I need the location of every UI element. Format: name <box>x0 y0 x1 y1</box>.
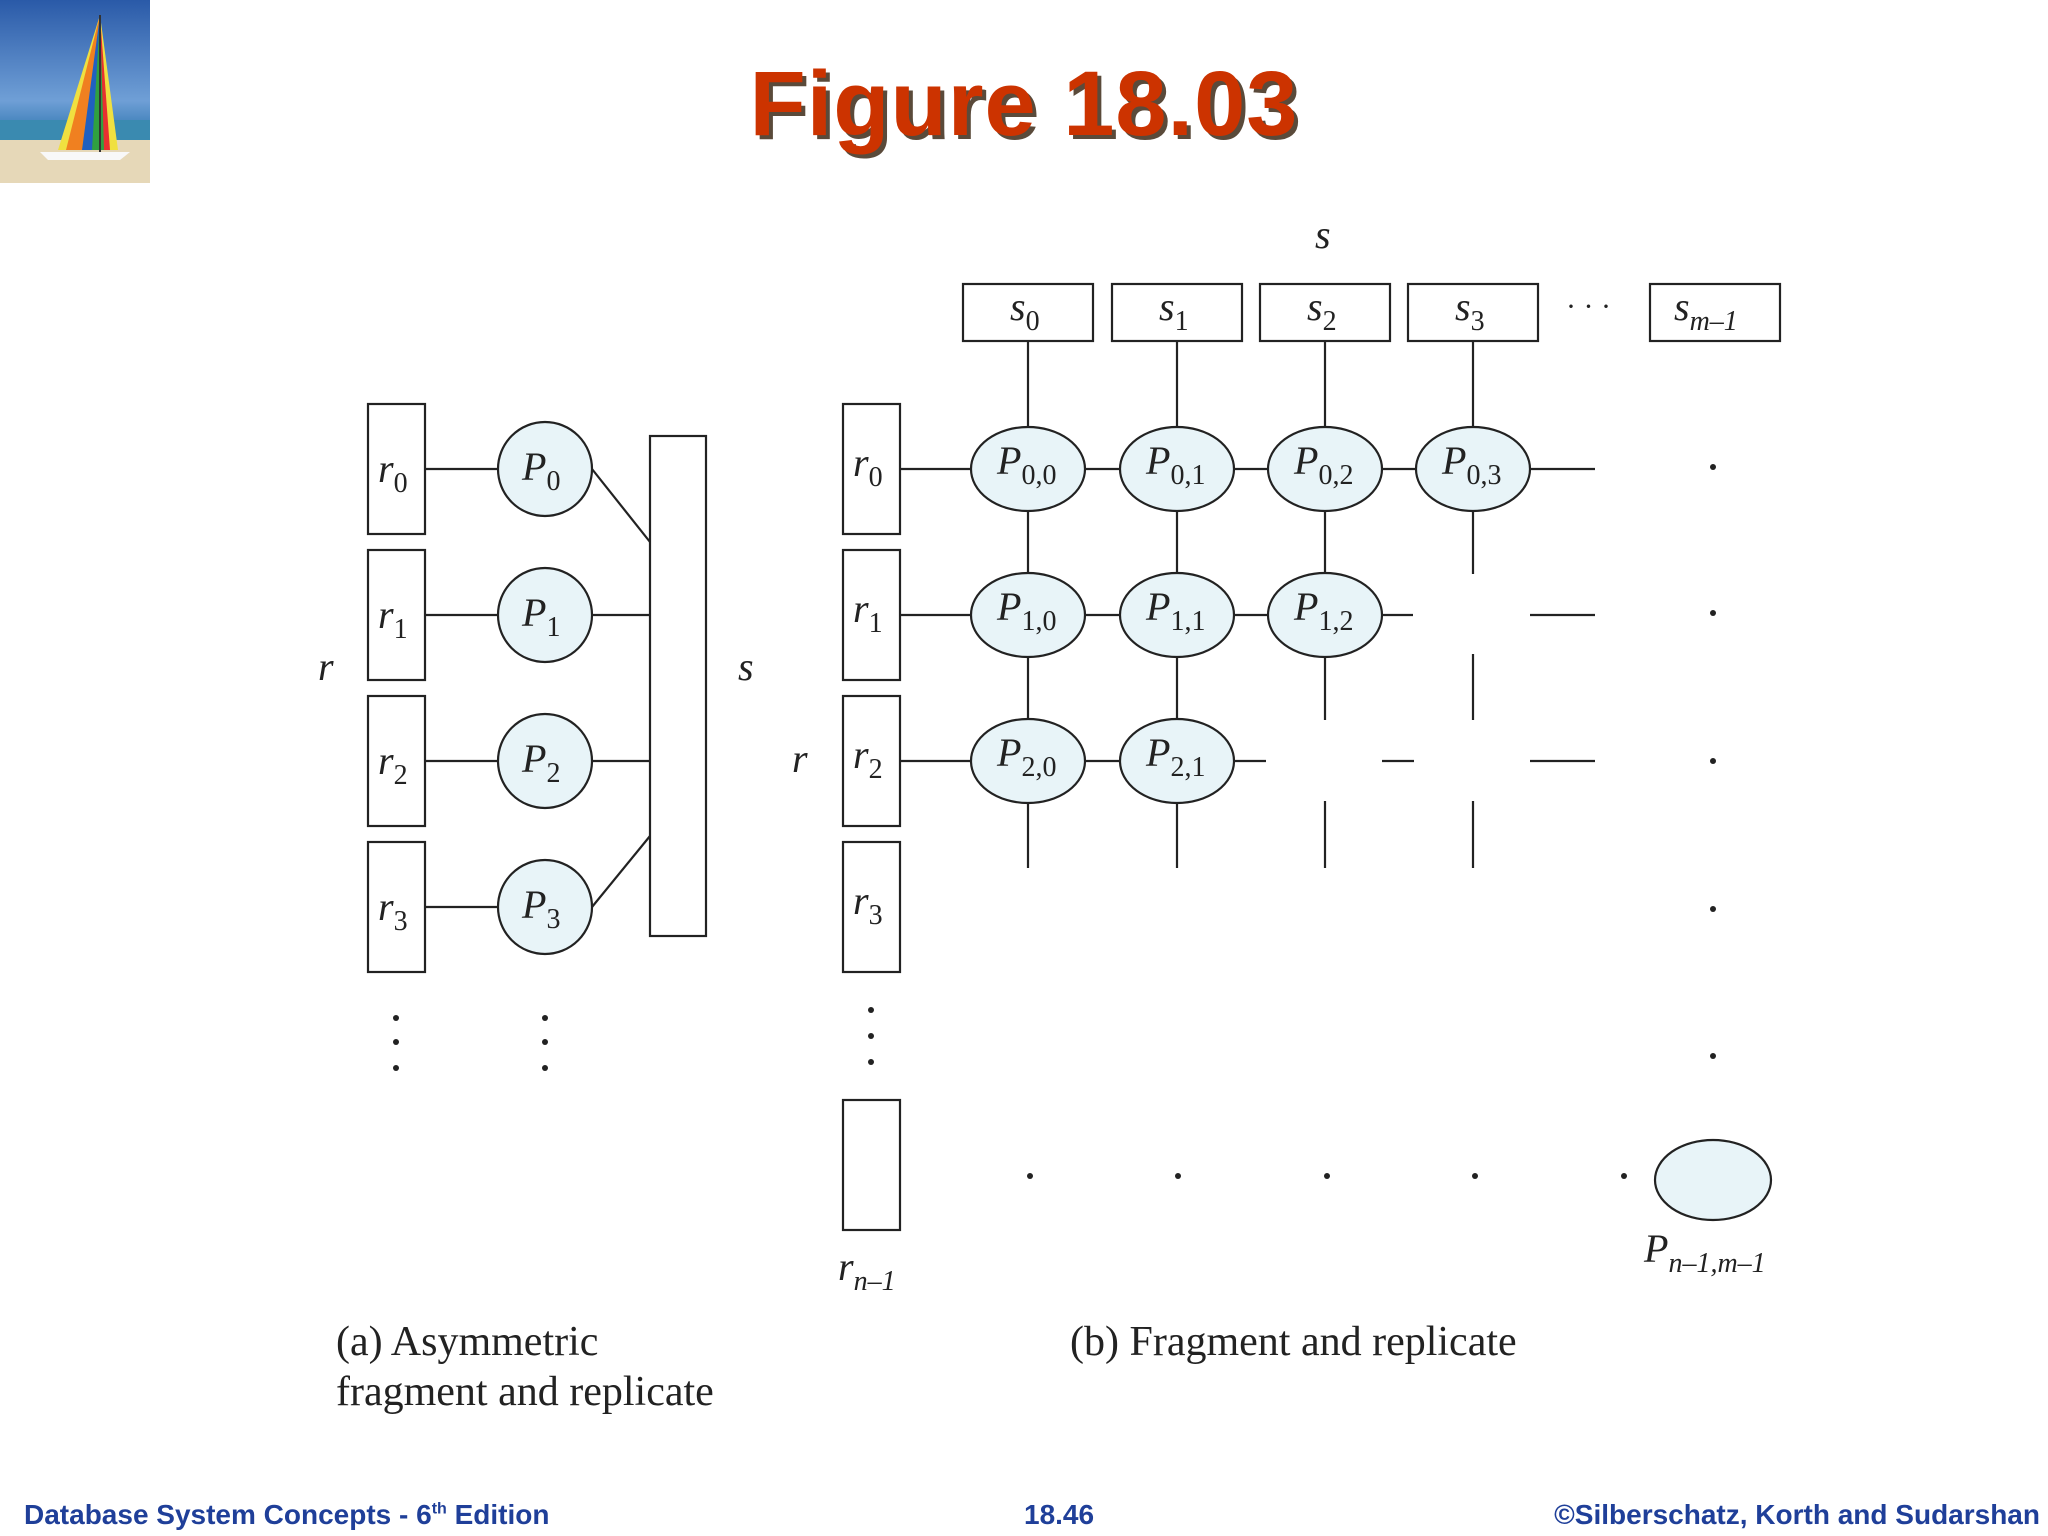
b-p-label-2-0: P2,0 <box>996 730 1056 783</box>
a-processor-2 <box>496 712 594 810</box>
footer-copyright: ©Silberschatz, Korth and Sudarshan <box>1554 1499 2040 1530</box>
ellipsis-dots <box>393 464 1716 1179</box>
a-processor-3 <box>496 858 594 956</box>
b-s-ellipsis: · · · <box>1566 290 1611 323</box>
b-r-frag-3: r3 <box>853 878 883 931</box>
b-processor-2-1 <box>1118 717 1236 805</box>
b-processor-1-2 <box>1266 571 1384 659</box>
sailboat-logo <box>0 0 150 183</box>
a-s-label: s <box>738 644 754 689</box>
b-p-label-0-0: P0,0 <box>996 438 1056 491</box>
b-processor-0-1 <box>1118 425 1236 513</box>
b-p-label-1-2: P1,2 <box>1293 584 1353 637</box>
b-processor-2-0 <box>969 717 1087 805</box>
b-p-label-2-1: P2,1 <box>1145 730 1205 783</box>
b-s-frag-0: s0 <box>1010 284 1040 337</box>
b-s-frag-2: s2 <box>1307 284 1337 337</box>
b-p-label-0-3: P0,3 <box>1441 438 1501 491</box>
b-r-box-n-1 <box>841 1098 902 1232</box>
b-r-label: r <box>792 736 808 781</box>
b-processor-last <box>1653 1138 1773 1222</box>
b-p-label-0-1: P0,1 <box>1145 438 1205 491</box>
b-p-label-last: Pn–1,m–1 <box>1643 1226 1766 1279</box>
footer-book-title: Database System Concepts - 6th Edition <box>24 1499 550 1530</box>
b-s-label: s <box>1315 212 1331 257</box>
a-r-frag-1: r1 <box>378 592 408 645</box>
b-r-frag-1: r1 <box>853 586 883 639</box>
b-processor-0-3 <box>1414 425 1532 513</box>
b-processor-0-0 <box>969 425 1087 513</box>
a-r-frag-3: r3 <box>378 884 408 937</box>
b-caption: (b) Fragment and replicate <box>1070 1319 1517 1365</box>
a-s-box <box>648 434 708 938</box>
b-s-frag-3: s3 <box>1455 284 1485 337</box>
a-p-label-0: P0 <box>521 444 560 497</box>
b-p-label-1-0: P1,0 <box>996 584 1056 637</box>
b-p-label-1-1: P1,1 <box>1145 584 1205 637</box>
a-processor-0 <box>496 420 594 518</box>
a-r-frag-2: r2 <box>378 738 408 791</box>
b-s-frag-m-1: sm–1 <box>1674 284 1738 337</box>
a-caption-line1: (a) Asymmetric <box>336 1319 598 1365</box>
b-r-frag-2: r2 <box>853 732 883 785</box>
b-s-box-m-1 <box>1648 282 1782 343</box>
b-r-frag-0: r0 <box>853 440 883 493</box>
b-s-frag-1: s1 <box>1159 284 1189 337</box>
a-p-label-1: P1 <box>521 590 560 643</box>
b-processor-1-1 <box>1118 571 1236 659</box>
footer-page-number: 18.46 <box>1024 1499 1095 1530</box>
a-r-frag-0: r0 <box>378 446 408 499</box>
b-processor-0-2 <box>1266 425 1384 513</box>
a-processor-1 <box>496 566 594 664</box>
a-r-label: r <box>318 644 334 689</box>
a-caption-line2: fragment and replicate <box>336 1369 714 1415</box>
b-processor-1-0 <box>969 571 1087 659</box>
a-p-label-2: P2 <box>521 736 560 789</box>
b-r-frag-n-1: rn–1 <box>838 1244 896 1297</box>
b-p-label-0-2: P0,2 <box>1293 438 1353 491</box>
b-r-box-3 <box>841 840 902 974</box>
a-p-label-3: P3 <box>521 882 560 935</box>
slide-title: Figure 18.03 <box>749 53 1299 155</box>
